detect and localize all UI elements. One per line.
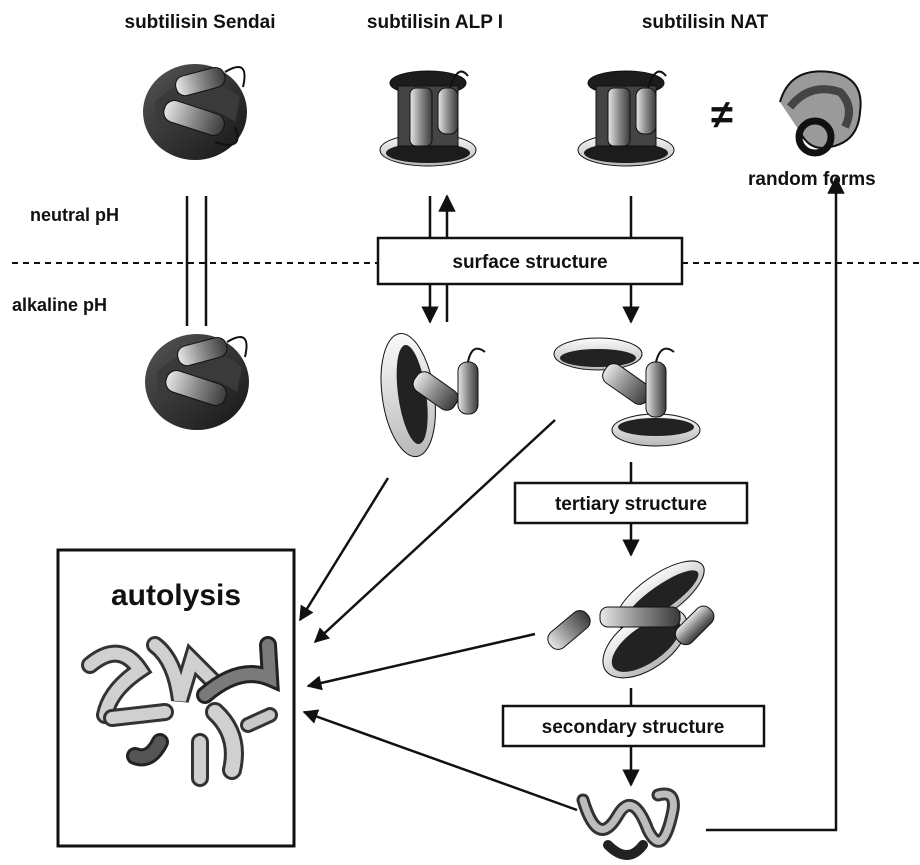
- tertiary-structure-label: tertiary structure: [555, 494, 707, 515]
- header-subtilisin-nat: subtilisin NAT: [642, 12, 769, 33]
- header-subtilisin-alp1: subtilisin ALP I: [367, 12, 503, 33]
- random-forms-protein: [780, 71, 861, 153]
- alp1-protein-neutral: [380, 71, 476, 166]
- surface-structure-label: surface structure: [452, 252, 607, 273]
- nat-protein-alkaline: [554, 338, 700, 446]
- nat-protein-neutral: [578, 71, 674, 166]
- sendai-protein-neutral: [143, 64, 247, 160]
- nat-protein-random-coil: [583, 794, 673, 855]
- alp1-to-autolysis-arrow: [300, 478, 388, 620]
- autolysis-label: autolysis: [111, 579, 241, 612]
- nat-tertiary-to-autolysis-arrow: [308, 634, 535, 686]
- header-subtilisin-sendai: subtilisin Sendai: [125, 12, 276, 33]
- not-equal-symbol: ≠: [711, 93, 733, 137]
- label-random-forms: random forms: [748, 169, 876, 190]
- nat-protein-tertiary-unfolded: [544, 549, 717, 692]
- nat-alkaline-to-autolysis-arrow: [315, 420, 555, 642]
- secondary-structure-label: secondary structure: [542, 717, 725, 738]
- label-alkaline-ph: alkaline pH: [12, 295, 107, 315]
- label-neutral-ph: neutral pH: [30, 205, 119, 225]
- sendai-protein-alkaline: [145, 334, 249, 430]
- alp1-protein-alkaline: [374, 330, 485, 460]
